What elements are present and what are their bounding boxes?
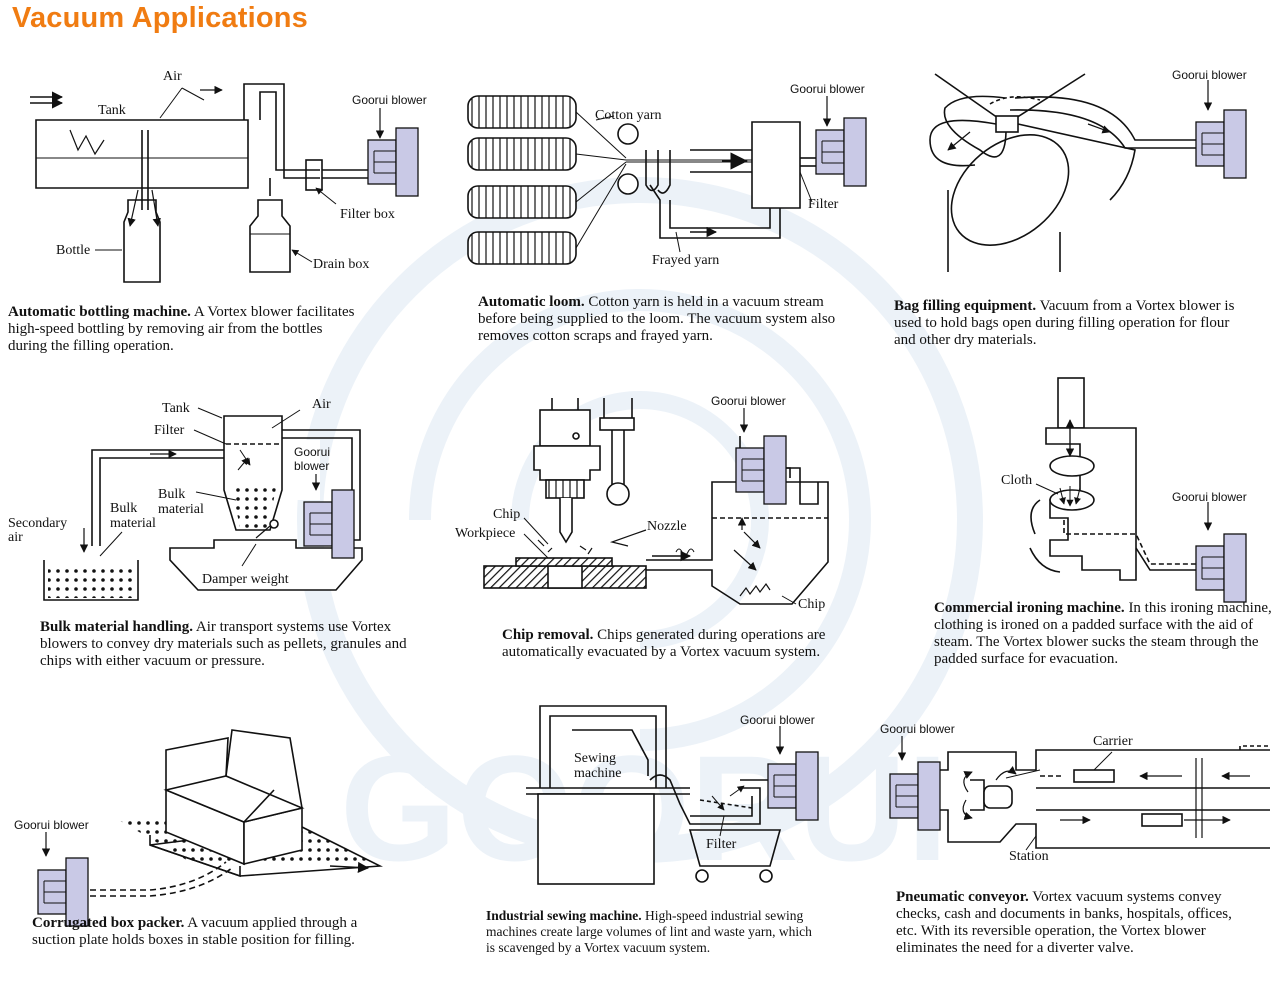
- chip-workpiece-label: Workpiece: [455, 526, 515, 541]
- sewing-diagram: [526, 705, 785, 885]
- chip-caption: Chip removal. Chips generated during ope…: [502, 627, 887, 661]
- chip-nozzle-label: Nozzle: [647, 519, 687, 534]
- bottling-caption-text: A Vortex blower facilitates high-speed b…: [8, 304, 355, 354]
- bulk-material-label-a1: Bulk: [158, 487, 185, 502]
- ironing-cloth-label: Cloth: [1001, 473, 1032, 488]
- bottling-tank-label: Tank: [98, 103, 126, 118]
- loom-caption-title: Automatic loom.: [478, 294, 585, 310]
- bulk-damper-weight-label: Damper weight: [202, 572, 289, 587]
- box-diagram: [41, 729, 383, 897]
- bulk-material-label-b1: Bulk: [110, 501, 137, 516]
- ironing-blower-label: Goorui blower: [1172, 490, 1247, 504]
- ironing-caption-title: Commercial ironing machine.: [934, 600, 1125, 616]
- conveyor-blower-label: Goorui blower: [880, 722, 955, 736]
- bag-caption-title: Bag filling equipment.: [894, 298, 1037, 314]
- sewing-caption-text: High-speed industrial sewing machines cr…: [486, 908, 812, 955]
- chip-collected-label: Chip: [798, 597, 825, 612]
- loom-filter-label: Filter: [808, 197, 839, 212]
- sewing-caption: Industrial sewing machine. High-speed in…: [486, 908, 816, 956]
- ironing-caption: Commercial ironing machine. In this iron…: [934, 600, 1274, 668]
- loom-caption: Automatic loom. Cotton yarn is held in a…: [478, 294, 840, 345]
- conveyor-station-label: Station: [1009, 849, 1049, 864]
- bag-caption-text: Vacuum from a Vortex blower is used to h…: [894, 298, 1235, 348]
- conveyor-caption-text: Vortex vacuum systems convey checks, cas…: [896, 889, 1232, 956]
- chip-caption-title: Chip removal.: [502, 627, 594, 643]
- bottling-air-label: Air: [163, 69, 182, 84]
- bulk-secondary-air-label-2: air: [8, 530, 23, 545]
- conveyor-caption: Pneumatic conveyor. Vortex vacuum system…: [896, 889, 1256, 957]
- bottling-caption-title: Automatic bottling machine.: [8, 304, 191, 320]
- loom-blower-icon: [815, 117, 867, 187]
- sewing-machine-label-1: Sewing: [574, 751, 616, 766]
- bottling-caption: Automatic bottling machine. A Vortex blo…: [8, 304, 358, 355]
- bulk-secondary-air-label-1: Secondary: [8, 516, 67, 531]
- chip-caption-text: Chips generated during operations are au…: [502, 627, 826, 660]
- conveyor-diagram: [897, 736, 1270, 851]
- loom-frayed-yarn-label: Frayed yarn: [652, 253, 719, 268]
- bulk-filter-label: Filter: [154, 423, 185, 438]
- bag-diagram: [929, 73, 1213, 272]
- loom-diagram: [467, 95, 832, 265]
- loom-cotton-yarn-label: Cotton yarn: [595, 108, 662, 123]
- page-title: Vacuum Applications: [12, 2, 309, 34]
- sewing-machine-label-2: machine: [574, 766, 621, 781]
- chip-label: Chip: [493, 507, 520, 522]
- bulk-material-label-a2: material: [158, 502, 204, 517]
- bulk-air-label: Air: [312, 397, 331, 412]
- bag-blower-icon: [1195, 109, 1247, 179]
- box-caption: Corrugated box packer. A vacuum applied …: [32, 915, 377, 949]
- loom-caption-text: Cotton yarn is held in a vacuum stream b…: [478, 294, 836, 344]
- bulk-material-label-b2: material: [110, 516, 156, 531]
- bottling-filter-box-label: Filter box: [340, 207, 395, 222]
- bulk-caption: Bulk material handling. Air transport sy…: [40, 619, 430, 670]
- bulk-caption-title: Bulk material handling.: [40, 619, 193, 635]
- sewing-blower-label: Goorui blower: [740, 713, 815, 727]
- bulk-tank-label: Tank: [162, 401, 190, 416]
- bulk-blower-label-1: Goorui: [294, 445, 330, 459]
- bag-blower-label: Goorui blower: [1172, 68, 1247, 82]
- bulk-caption-text: Air transport systems use Vortex blowers…: [40, 619, 407, 669]
- bottling-blower-label: Goorui blower: [352, 93, 427, 107]
- conveyor-caption-title: Pneumatic conveyor.: [896, 889, 1029, 905]
- ironing-diagram: [1029, 377, 1213, 581]
- box-caption-text: A vacuum applied through a suction plate…: [32, 915, 358, 948]
- sewing-caption-title: Industrial sewing machine.: [486, 908, 642, 923]
- chip-diagram: [483, 398, 829, 605]
- chip-blower-label: Goorui blower: [711, 394, 786, 408]
- bottling-bottle-label: Bottle: [56, 243, 90, 258]
- conveyor-carrier-label: Carrier: [1093, 734, 1133, 749]
- sewing-filter-label: Filter: [706, 837, 737, 852]
- ironing-caption-text: In this ironing machine, clothing is iro…: [934, 600, 1272, 667]
- box-blower-label: Goorui blower: [14, 818, 89, 832]
- bottling-diagram: [30, 83, 385, 283]
- ironing-blower-icon: [1195, 533, 1247, 603]
- bottling-drain-box-label: Drain box: [313, 257, 369, 272]
- bulk-diagram: [43, 407, 363, 601]
- box-caption-title: Corrugated box packer.: [32, 915, 185, 931]
- loom-blower-label: Goorui blower: [790, 82, 865, 96]
- bag-caption: Bag filling equipment. Vacuum from a Vor…: [894, 298, 1239, 349]
- bulk-blower-label-2: blower: [294, 459, 329, 473]
- bottling-blower-icon: [367, 127, 419, 197]
